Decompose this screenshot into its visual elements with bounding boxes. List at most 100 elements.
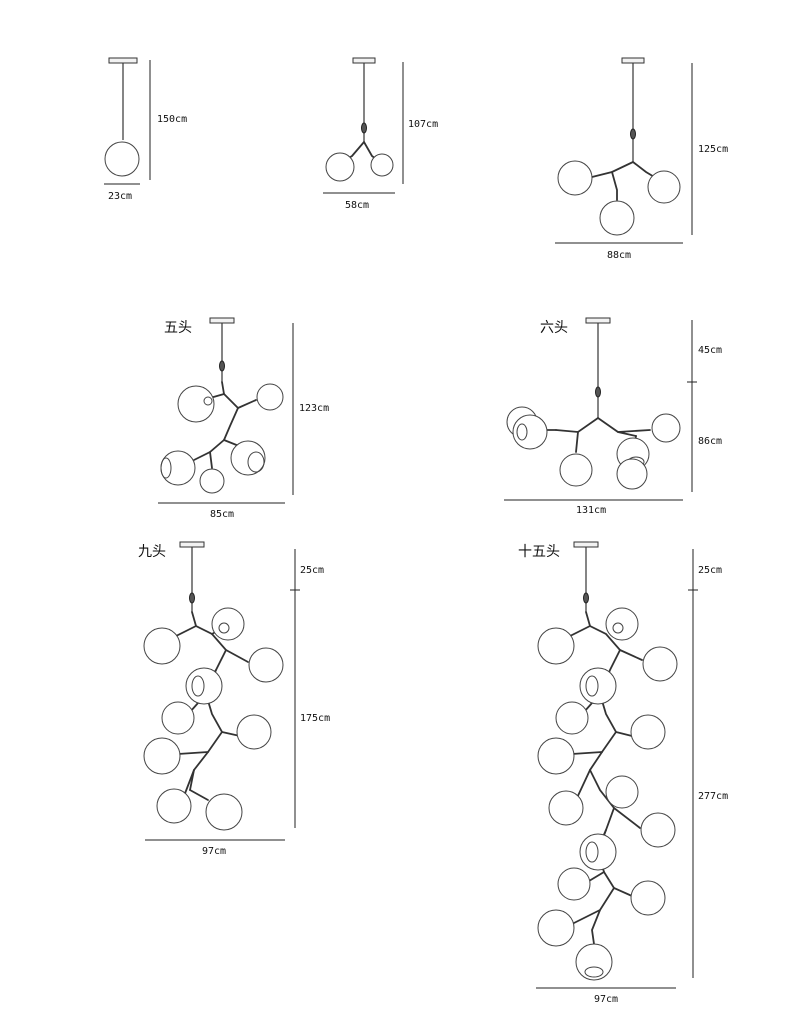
glass-globe xyxy=(211,607,245,641)
branch-arm xyxy=(209,451,213,469)
rod-joint xyxy=(189,592,195,604)
globe-rim xyxy=(218,622,230,634)
branch-arm xyxy=(223,407,239,441)
globe-rim xyxy=(516,423,528,441)
ceiling-plate xyxy=(585,317,611,324)
glass-globe xyxy=(575,943,613,981)
glass-globe xyxy=(616,458,648,490)
glass-globe xyxy=(651,413,681,443)
rod-joint xyxy=(595,386,601,398)
model-6-title: 六头 xyxy=(540,320,568,336)
glass-globe xyxy=(370,153,394,177)
glass-globe xyxy=(559,453,593,487)
model-6-drawing: 六头 45cm 86cm 131cm xyxy=(504,317,722,516)
model-15-height: 277cm xyxy=(698,791,728,802)
glass-globe xyxy=(557,867,591,901)
model-9-top-height: 25cm xyxy=(300,565,324,576)
glass-globe xyxy=(640,812,676,848)
glass-globe xyxy=(248,647,284,683)
branch-arm xyxy=(613,807,641,829)
branch-arm xyxy=(175,625,197,637)
glass-globe xyxy=(143,737,181,775)
glass-globe xyxy=(256,383,284,411)
branch-arm xyxy=(613,887,633,897)
model-9-drawing: 九头 25cm 175cm 97cm xyxy=(138,541,330,857)
glass-globe xyxy=(647,170,681,204)
glass-globe xyxy=(642,646,678,682)
ceiling-plate xyxy=(573,541,599,548)
glass-globe xyxy=(605,775,639,809)
glass-globe xyxy=(160,450,196,486)
rod-joint xyxy=(219,360,225,372)
branch-arm xyxy=(221,381,239,409)
branch-arm xyxy=(177,751,209,755)
glass-globe xyxy=(557,160,593,196)
globe-rim xyxy=(612,622,624,634)
model-3-width: 88cm xyxy=(607,250,631,261)
globe-rim xyxy=(203,396,213,406)
model-9-title: 九头 xyxy=(138,544,166,560)
model-15-drawing: 十五头 25cm xyxy=(518,541,728,1005)
model-15-width: 97cm xyxy=(594,994,618,1005)
ceiling-plate xyxy=(621,57,645,64)
model-3-height: 125cm xyxy=(698,144,728,155)
model-15-title: 十五头 xyxy=(518,544,560,560)
rod-joint xyxy=(630,128,636,140)
branch-arm xyxy=(575,769,591,801)
glass-globe xyxy=(205,793,243,831)
ceiling-plate xyxy=(352,57,376,64)
rod-joint xyxy=(583,592,589,604)
model-2-height: 107cm xyxy=(408,119,438,130)
model-3-drawing: 125cm 88cm xyxy=(555,57,728,261)
glass-globe xyxy=(512,414,548,450)
model-15-top-height: 25cm xyxy=(698,565,722,576)
model-5-drawing: 五头 123cm 85cm xyxy=(158,317,329,520)
model-5-title: 五头 xyxy=(164,320,192,336)
model-1-width: 23cm xyxy=(108,191,132,202)
model-9-height: 175cm xyxy=(300,713,330,724)
branch-arm xyxy=(193,439,225,461)
glass-globe xyxy=(605,607,639,641)
glass-globe xyxy=(161,701,195,735)
model-2-drawing: 107cm 58cm xyxy=(323,57,438,211)
glass-globe xyxy=(230,440,266,476)
glass-globe xyxy=(548,790,584,826)
branch-arm xyxy=(611,171,618,201)
glass-globe xyxy=(236,714,272,750)
globe-rim xyxy=(247,451,265,473)
branch-arm xyxy=(569,625,591,637)
branch-arm xyxy=(571,751,603,755)
branch-arm xyxy=(555,417,599,433)
glass-globe xyxy=(630,880,666,916)
branch-arm xyxy=(183,769,195,797)
ceiling-plate xyxy=(179,541,205,548)
globe-rim xyxy=(584,966,604,978)
glass-globe xyxy=(537,909,575,947)
globe-rim xyxy=(585,675,599,697)
ceiling-plate xyxy=(209,317,235,324)
glass-globe xyxy=(537,627,575,665)
glass-globe xyxy=(156,788,192,824)
glass-globe xyxy=(143,627,181,665)
glass-globe xyxy=(537,737,575,775)
globe-rim xyxy=(160,457,172,479)
branch-arm xyxy=(617,429,651,433)
glass-globe xyxy=(199,468,225,494)
branch-arm xyxy=(571,909,601,925)
model-5-width: 85cm xyxy=(210,509,234,520)
globe-rim xyxy=(585,841,599,863)
model-6-width: 131cm xyxy=(576,505,606,516)
model-5-height: 123cm xyxy=(299,403,329,414)
glass-globe xyxy=(104,141,140,177)
branch-arm xyxy=(225,649,249,663)
globe-rim xyxy=(191,675,205,697)
glass-globe xyxy=(599,200,635,236)
branch-arm xyxy=(597,417,637,437)
model-1-height: 150cm xyxy=(157,114,187,125)
branch-arm xyxy=(237,399,257,409)
model-2-width: 58cm xyxy=(345,200,369,211)
glass-globe xyxy=(325,152,355,182)
glass-globe xyxy=(555,701,589,735)
ceiling-plate xyxy=(108,57,138,64)
